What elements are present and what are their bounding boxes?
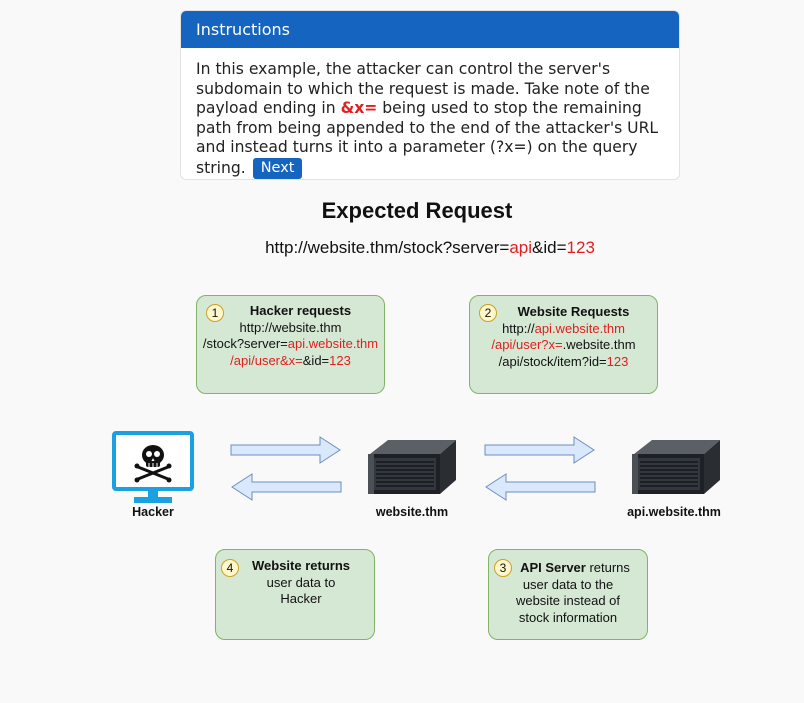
panel-body: In this example, the attacker can contro… — [181, 48, 679, 179]
step1-box: 1 Hacker requests http://website.thm /st… — [196, 295, 385, 394]
step3-line4: stock information — [518, 609, 618, 625]
url-prefix: http://website.thm/stock?server= — [265, 238, 510, 257]
step3-badge: 3 — [494, 559, 512, 577]
step1-line2: /stock?server=api.website.thm — [197, 336, 384, 353]
instruction-text: In this example, the attacker can contro… — [196, 60, 650, 117]
step2-host: api.website.thm — [534, 320, 625, 336]
step1-path: /stock?server= — [202, 336, 288, 351]
step1-id: 123 — [329, 352, 351, 368]
url-mid: &id= — [532, 238, 567, 257]
step3-box: 3 API Server returns user data to the we… — [488, 549, 648, 640]
step1-line3: /api/user&x=&id=123 — [197, 353, 384, 370]
expected-url: http://website.thm/stock?server=api&id=1… — [0, 238, 804, 258]
server-icon — [632, 440, 720, 494]
instructions-panel: Instructions In this example, the attack… — [180, 10, 680, 180]
step3-line1: API Server returns — [489, 560, 647, 577]
arrow-right-icon — [484, 436, 595, 464]
step4-badge: 4 — [221, 559, 239, 577]
url-server: api — [509, 238, 533, 257]
step4-line2: user data to — [266, 574, 336, 590]
api-label: api.website.thm — [627, 505, 721, 519]
step2-line1: http://api.website.thm — [470, 321, 657, 338]
step1-badge: 1 — [206, 304, 224, 322]
arrow-right-icon — [230, 436, 341, 464]
step1-id-param: &id= — [302, 352, 330, 368]
next-button[interactable]: Next — [252, 157, 303, 179]
step3-line2: user data to the — [522, 576, 614, 592]
arrow-left-icon — [485, 473, 596, 501]
step1-line1: http://website.thm — [239, 319, 342, 335]
server-icon — [368, 440, 456, 494]
payload-highlight: &x= — [340, 99, 378, 117]
step1-server: api.website.thm — [287, 336, 379, 351]
step3-bold: API Server — [520, 560, 586, 575]
step2-path: /api/stock/item?id= — [498, 353, 607, 369]
website-label: website.thm — [375, 505, 449, 519]
step2-id: 123 — [606, 353, 629, 369]
instruction-text-cont: being used to stop the remaining path fr… — [196, 99, 659, 177]
step2-injected: /api/user?x= — [491, 337, 563, 352]
step1-payload: /api/user&x= — [230, 352, 303, 368]
step4-line3: Hacker — [280, 591, 322, 606]
diagram-title: Expected Request — [321, 198, 513, 223]
step2-rest: .website.thm — [562, 337, 636, 352]
step1-title: Hacker requests — [249, 303, 352, 318]
step4-title: Website returns — [251, 558, 350, 573]
step3-rest: returns — [585, 560, 630, 575]
step2-scheme: http:// — [502, 320, 535, 336]
step2-title: Website Requests — [517, 304, 630, 319]
arrow-left-icon — [231, 473, 342, 501]
step3-line3: website instead of — [515, 593, 621, 608]
hacker-label: Hacker — [132, 505, 174, 519]
step2-line3: /api/stock/item?id=123 — [470, 354, 657, 371]
step4-box: 4 Website returns user data to Hacker — [215, 549, 375, 640]
step2-box: 2 Website Requests http://api.website.th… — [469, 295, 658, 394]
step2-line2: /api/user?x=.website.thm — [470, 337, 657, 354]
url-id: 123 — [566, 238, 595, 257]
panel-header: Instructions — [181, 11, 679, 48]
skull-monitor-icon — [112, 431, 194, 503]
step2-badge: 2 — [479, 304, 497, 322]
